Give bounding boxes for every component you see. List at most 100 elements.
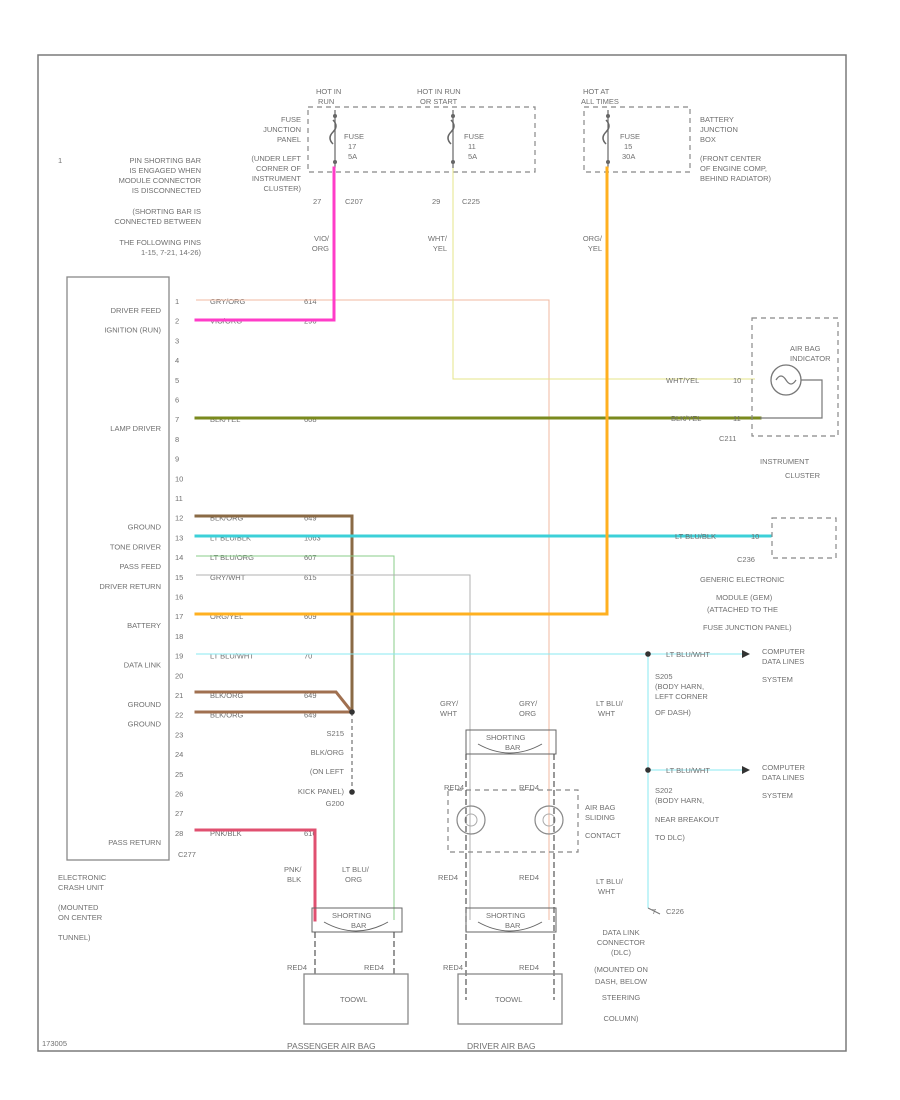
module-label-0: DRIVER FEED bbox=[111, 306, 162, 315]
module-pin-21: 21 bbox=[175, 691, 183, 700]
svg-text:C226: C226 bbox=[666, 907, 684, 916]
svg-text:LT BLU/WHT: LT BLU/WHT bbox=[666, 766, 710, 775]
module-pin-23: 23 bbox=[175, 730, 183, 739]
svg-text:WHT: WHT bbox=[440, 709, 457, 718]
svg-text:WHT: WHT bbox=[598, 887, 615, 896]
svg-text:AIR BAG: AIR BAG bbox=[790, 344, 821, 353]
driver-squib-wires bbox=[465, 754, 555, 1000]
fuse-3-amps: 30A bbox=[622, 152, 635, 161]
ground-g200-dot bbox=[349, 789, 355, 795]
svg-text:BEHIND RADIATOR): BEHIND RADIATOR) bbox=[700, 174, 771, 183]
svg-text:SLIDING: SLIDING bbox=[585, 813, 615, 822]
svg-text:COMPUTER: COMPUTER bbox=[762, 763, 806, 772]
fuse-junction-panel-box bbox=[307, 106, 536, 173]
module-pin-22-circuit: 649 bbox=[304, 711, 317, 720]
module-pin-7: 7 bbox=[175, 415, 179, 424]
module-pin-28-wire-color: PNK/BLK bbox=[210, 829, 242, 838]
module-pin-27: 27 bbox=[175, 809, 183, 818]
wire-ground-21 bbox=[194, 690, 355, 715]
module-pin-1: 1 bbox=[175, 297, 179, 306]
module-pin-20: 20 bbox=[175, 671, 183, 680]
svg-text:JUNCTION: JUNCTION bbox=[700, 125, 738, 134]
svg-text:CONNECTED BETWEEN: CONNECTED BETWEEN bbox=[114, 217, 201, 226]
wire-ground-12 bbox=[194, 514, 354, 714]
svg-text:29: 29 bbox=[432, 197, 440, 206]
svg-text:INSTRUMENT: INSTRUMENT bbox=[252, 174, 302, 183]
svg-text:7: 7 bbox=[652, 907, 656, 916]
fuse-header-2-line2: OR START bbox=[420, 97, 458, 106]
svg-text:YEL: YEL bbox=[588, 244, 602, 253]
svg-text:PANEL: PANEL bbox=[277, 135, 301, 144]
fuse-2-name: FUSE bbox=[464, 132, 484, 141]
fuse-header-3-line1: HOT AT bbox=[583, 87, 610, 96]
fuse-3-name: FUSE bbox=[620, 132, 640, 141]
fuse-3: FUSE 15 30A bbox=[602, 110, 640, 168]
fuse-1-amps: 5A bbox=[348, 152, 357, 161]
splice-s205-dot bbox=[645, 651, 651, 657]
module-pin-14: 14 bbox=[175, 553, 183, 562]
svg-text:SHORTING: SHORTING bbox=[486, 911, 526, 920]
wire-ignition-run bbox=[194, 166, 336, 322]
module-pin-4: 4 bbox=[175, 356, 179, 365]
driver-red4-bottom-right: RED4 bbox=[519, 963, 539, 972]
feed-wire-color-labels: VIO/ ORG WHT/ YEL ORG/ YEL bbox=[312, 234, 603, 253]
svg-text:DASH, BELOW: DASH, BELOW bbox=[595, 977, 648, 986]
svg-text:GRY/: GRY/ bbox=[440, 699, 459, 708]
svg-text:(ATTACHED TO THE: (ATTACHED TO THE bbox=[707, 605, 778, 614]
svg-text:BAR: BAR bbox=[351, 921, 367, 930]
module-label-7: BATTERY bbox=[127, 621, 161, 630]
data-link-arrow-2 bbox=[742, 766, 750, 774]
module-pin-12-circuit: 649 bbox=[304, 514, 317, 523]
module-pin-12: 12 bbox=[175, 514, 183, 523]
passenger-red4-left: RED4 bbox=[287, 963, 307, 972]
svg-text:SYSTEM: SYSTEM bbox=[762, 791, 793, 800]
module-pin-10: 10 bbox=[175, 474, 183, 483]
svg-text:WHT/YEL: WHT/YEL bbox=[666, 376, 699, 385]
svg-text:(DLC): (DLC) bbox=[611, 948, 632, 957]
svg-text:THE FOLLOWING PINS: THE FOLLOWING PINS bbox=[119, 238, 201, 247]
svg-text:BLK: BLK bbox=[287, 875, 301, 884]
module-pin-6: 6 bbox=[175, 396, 179, 405]
dlc-connector: 7 C226 DATA LINK CONNECTOR (DLC) (MOUNTE… bbox=[594, 907, 684, 1023]
module-label-1: IGNITION (RUN) bbox=[104, 326, 161, 335]
data-link-labels: LT BLU/WHT COMPUTER DATA LINES SYSTEM LT… bbox=[666, 647, 806, 800]
wire-battery bbox=[194, 166, 609, 616]
module-pin-19-circuit: 70 bbox=[304, 652, 312, 661]
svg-text:IS ENGAGED WHEN: IS ENGAGED WHEN bbox=[129, 166, 201, 175]
module-pin-13-circuit: 1063 bbox=[304, 533, 321, 542]
svg-text:ORG/: ORG/ bbox=[583, 234, 603, 243]
svg-text:27: 27 bbox=[313, 197, 321, 206]
module-pin-18: 18 bbox=[175, 632, 183, 641]
svg-text:S205: S205 bbox=[655, 672, 673, 681]
module-pin-22-wire-color: BLK/ORG bbox=[210, 711, 244, 720]
svg-text:C211: C211 bbox=[719, 434, 736, 443]
module-pin-19: 19 bbox=[175, 652, 183, 661]
driver-air-bag-label: DRIVER AIR BAG bbox=[467, 1041, 536, 1051]
electronic-crash-unit-box bbox=[66, 276, 170, 861]
module-label-5: PASS FEED bbox=[119, 562, 161, 571]
module-pin-9: 9 bbox=[175, 455, 179, 464]
passenger-squib-wires bbox=[314, 932, 395, 975]
module-pin-1-circuit: 614 bbox=[304, 297, 317, 306]
fuse-2-number: 11 bbox=[468, 142, 476, 151]
wire-driver-feed bbox=[196, 299, 550, 920]
module-pin-17-circuit: 609 bbox=[304, 612, 317, 621]
svg-text:G200: G200 bbox=[326, 799, 344, 808]
data-link-arrow-1 bbox=[742, 650, 750, 658]
svg-text:DATA LINK: DATA LINK bbox=[602, 928, 639, 937]
driver-shorting-bar-top: SHORTING BAR bbox=[465, 729, 557, 755]
module-pin-21-circuit: 649 bbox=[304, 691, 317, 700]
svg-text:COLUMN): COLUMN) bbox=[604, 1014, 640, 1023]
svg-text:CONNECTOR: CONNECTOR bbox=[597, 938, 646, 947]
svg-text:S215: S215 bbox=[326, 729, 344, 738]
splice-s202-dot bbox=[645, 767, 651, 773]
module-pin-25: 25 bbox=[175, 770, 183, 779]
note-number: 1 bbox=[58, 156, 62, 165]
svg-text:STEERING: STEERING bbox=[602, 993, 641, 1002]
svg-text:SHORTING: SHORTING bbox=[486, 733, 526, 742]
fuse-1-name: FUSE bbox=[344, 132, 364, 141]
svg-text:NEAR BREAKOUT: NEAR BREAKOUT bbox=[655, 815, 720, 824]
svg-text:DATA LINES: DATA LINES bbox=[762, 657, 804, 666]
